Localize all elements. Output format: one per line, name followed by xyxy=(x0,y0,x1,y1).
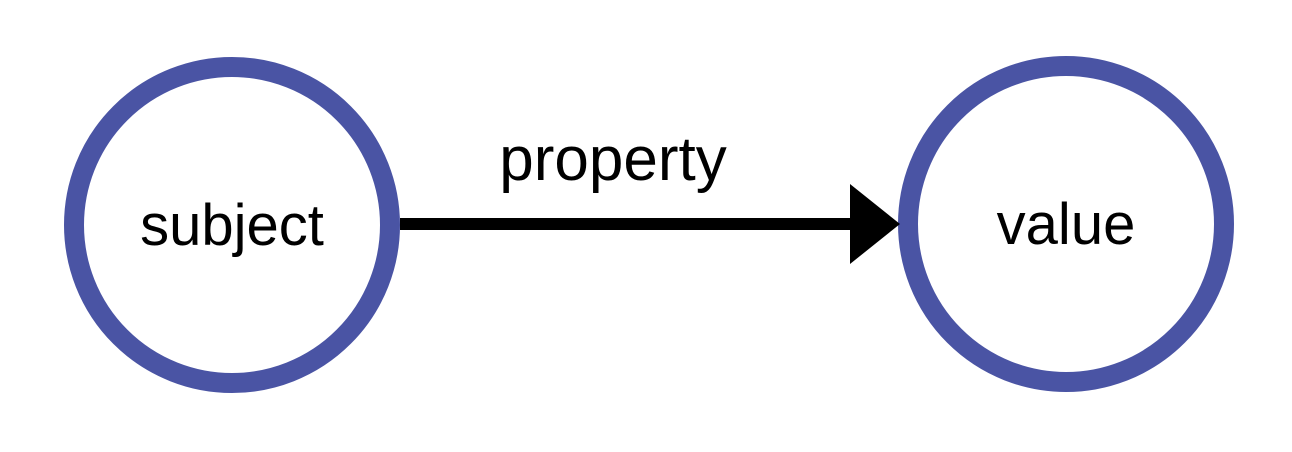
subject-node-circle xyxy=(64,57,400,393)
edge-shaft xyxy=(400,218,856,230)
edge-arrowhead-icon xyxy=(850,184,900,264)
subject-node-label: subject xyxy=(140,193,324,258)
property-edge: property xyxy=(400,125,900,264)
value-node-circle xyxy=(898,56,1234,392)
subject-node: subject xyxy=(64,57,400,393)
value-node-label: value xyxy=(997,192,1136,257)
value-node: value xyxy=(898,56,1234,392)
property-edge-label: property xyxy=(499,125,726,194)
